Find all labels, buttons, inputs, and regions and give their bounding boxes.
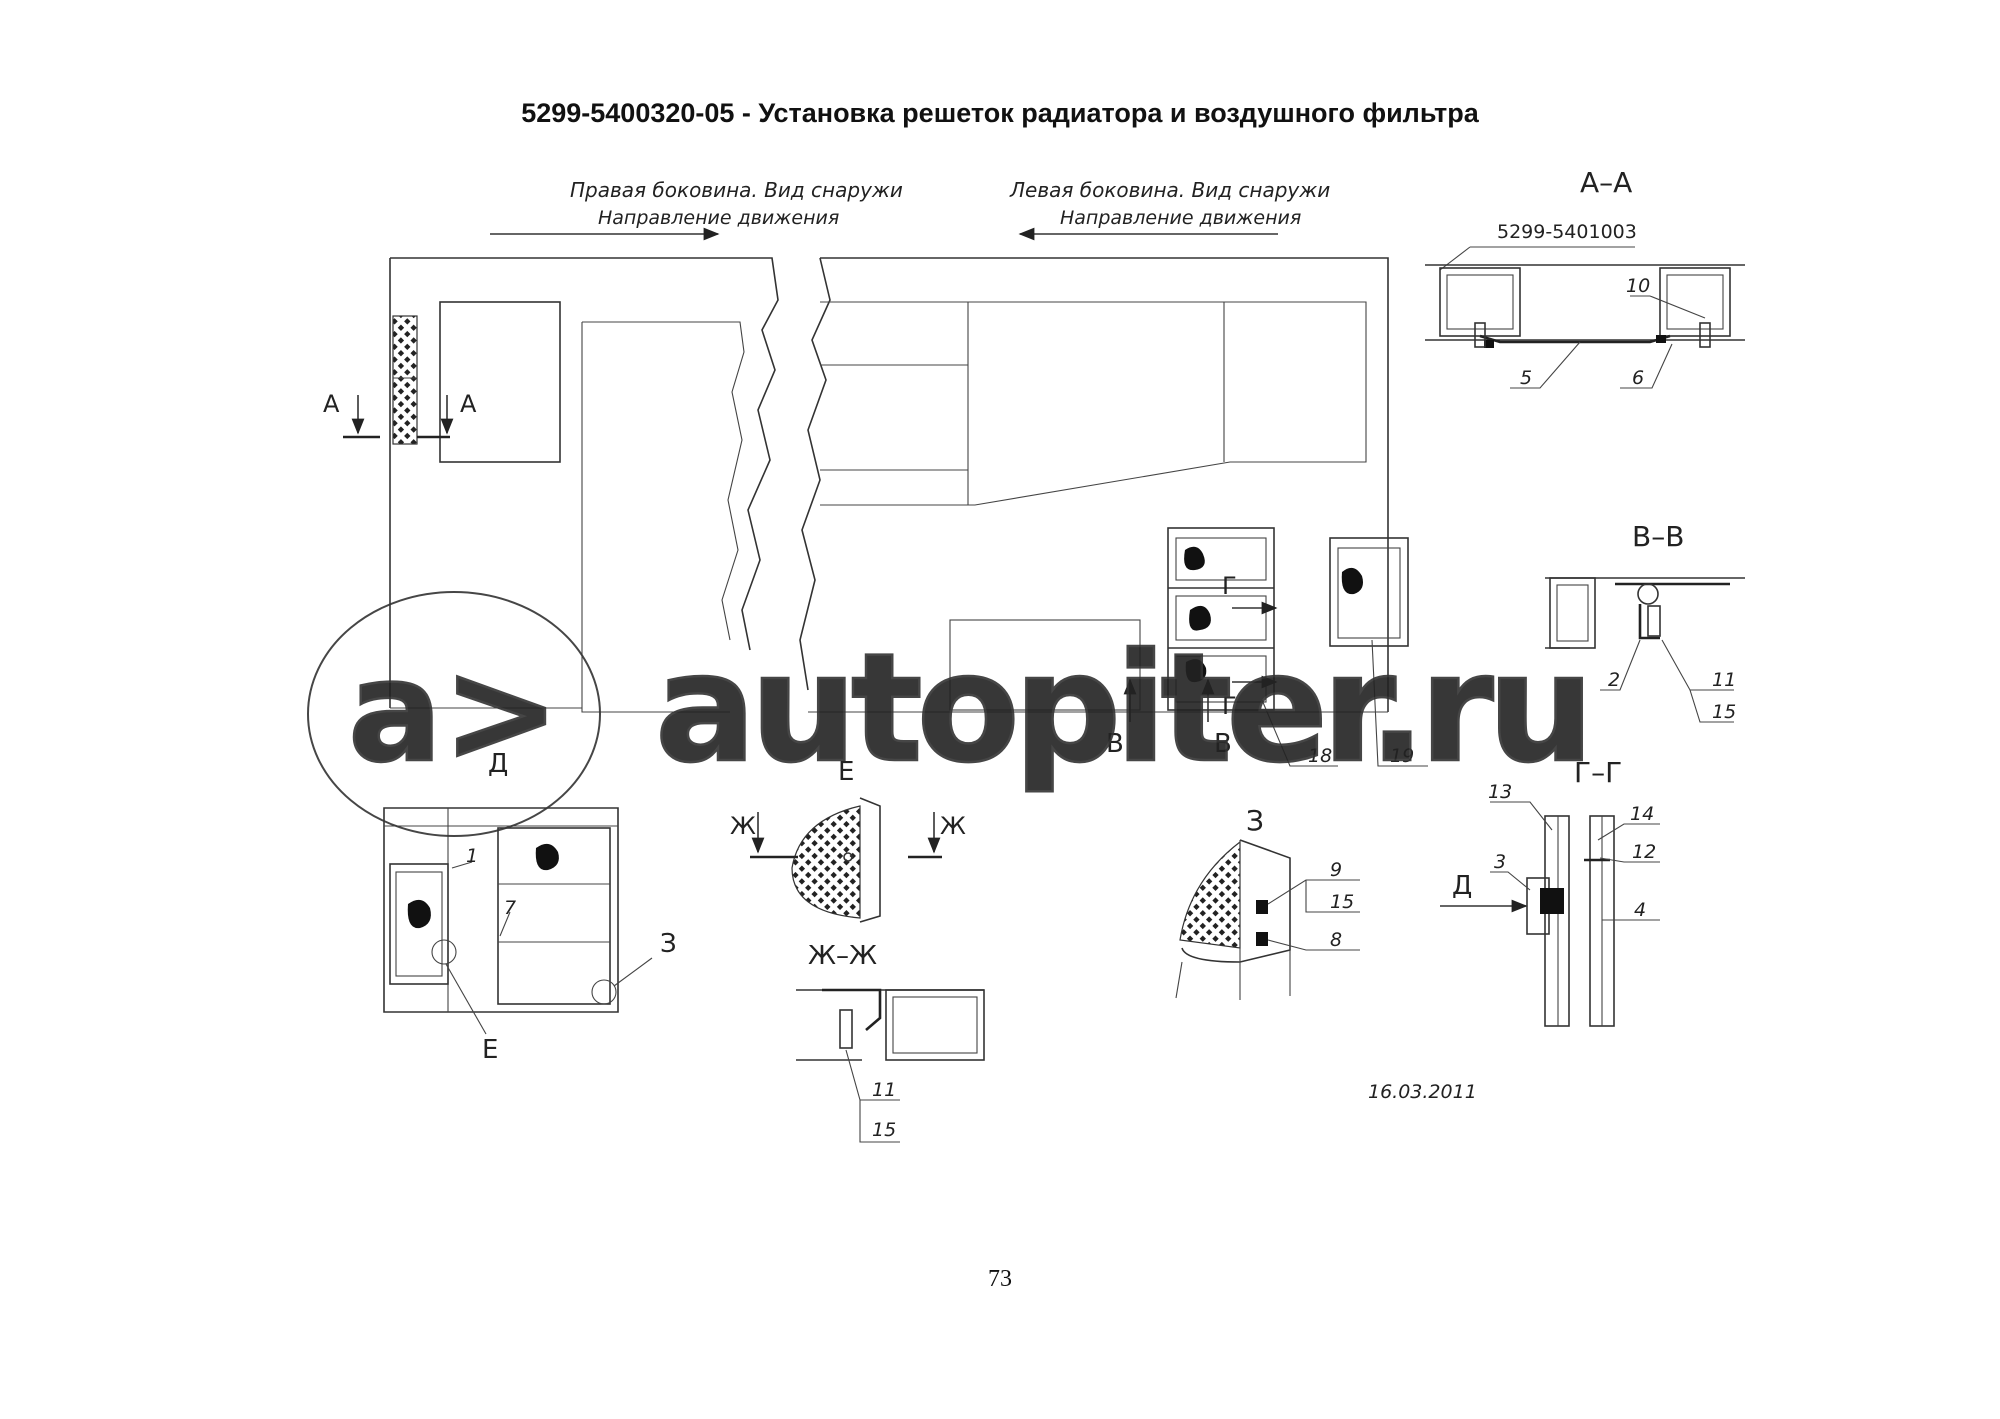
section-g-g: Г–Г Д 13 14 12 3 4 [1440,756,1660,1027]
section-v-v: В–В 2 11 15 [1545,520,1745,723]
callout-17-b: 15 [1712,701,1736,723]
section-zh-zh: Ж–Ж 11 15 [796,941,985,1143]
right-window-frame [439,301,561,463]
part-number-label: 5299-5401003 [1497,221,1637,243]
section-g-g-label: Г–Г [1574,756,1622,789]
right-side-caption: Правая боковина. Вид снаружи [570,178,903,202]
callout-18: 18 [1308,745,1332,767]
marker-v-left: В [1106,729,1124,759]
section-v-v-label: В–В [1632,520,1684,553]
callout-3: 3 [1494,851,1506,873]
left-side-direction-label: Направление движения [1060,207,1301,229]
right-side-direction-label: Направление движения [598,207,839,229]
callout-17-zh: 15 [872,1119,896,1141]
marker-a-left: А [323,390,340,418]
callout-4: 4 [1634,899,1646,921]
callout-2: 2 [1608,669,1620,691]
callout-10: 10 [1626,275,1650,297]
marker-a-right: А [460,390,477,418]
section-zh-zh-label: Ж–Ж [808,941,877,971]
marker-v-right: В [1214,729,1232,759]
callout-6: 6 [1632,367,1644,389]
page-number: 73 [988,1266,1012,1292]
marker-d-section: Д [1452,871,1472,901]
view-e: Е Ж Ж [730,757,966,923]
section-a-a: А–А 5299-5401003 10 5 6 [1425,166,1745,389]
callout-1: 1 [466,845,478,867]
marker-z-view: З [660,929,677,959]
callout-11-zh: 11 [872,1079,896,1101]
marker-g-top: Г [1222,572,1237,600]
left-side-view: Левая боковина. Вид снаружи Направление … [799,178,1428,767]
view-d-label: Д [488,749,508,779]
right-radiator-grille [392,315,418,445]
callout-5: 5 [1520,367,1532,389]
marker-g-bottom: Г [1222,692,1237,720]
callout-9: 9 [1330,859,1342,881]
callout-14: 14 [1630,803,1654,825]
watermark-logo: a> autopiter.ru [307,591,1596,837]
callout-8: 8 [1330,929,1342,951]
view-z: З 9 15 8 [1175,804,1360,1000]
view-z-label: З [1246,804,1264,837]
callout-19: 19 [1390,745,1414,767]
svg-text:autopiter.ru: autopiter.ru [655,622,1588,796]
callout-11-b: 11 [1712,669,1736,691]
callout-7: 7 [504,897,516,919]
left-side-caption: Левая боковина. Вид снаружи [1009,178,1330,202]
page-title: 5299-5400320-05 - Установка решеток ради… [521,98,1479,128]
view-d: Д 1 7 Е З [383,749,677,1065]
watermark-text: a> [348,631,560,794]
right-side-view: Правая боковина. Вид снаружи Направление… [323,178,903,713]
marker-zh-right: Ж [940,812,966,840]
callout-12: 12 [1632,841,1656,863]
section-a-a-label: А–А [1580,166,1632,199]
left-grille-stack [1167,527,1275,711]
callout-13: 13 [1488,781,1512,803]
date-stamp: 16.03.2011 [1368,1081,1477,1103]
air-filter-grille [1329,537,1409,647]
callout-15: 15 [1330,891,1354,913]
view-e-label: Е [838,757,854,787]
marker-zh-left: Ж [730,812,756,840]
marker-e-view: Е [482,1035,498,1065]
